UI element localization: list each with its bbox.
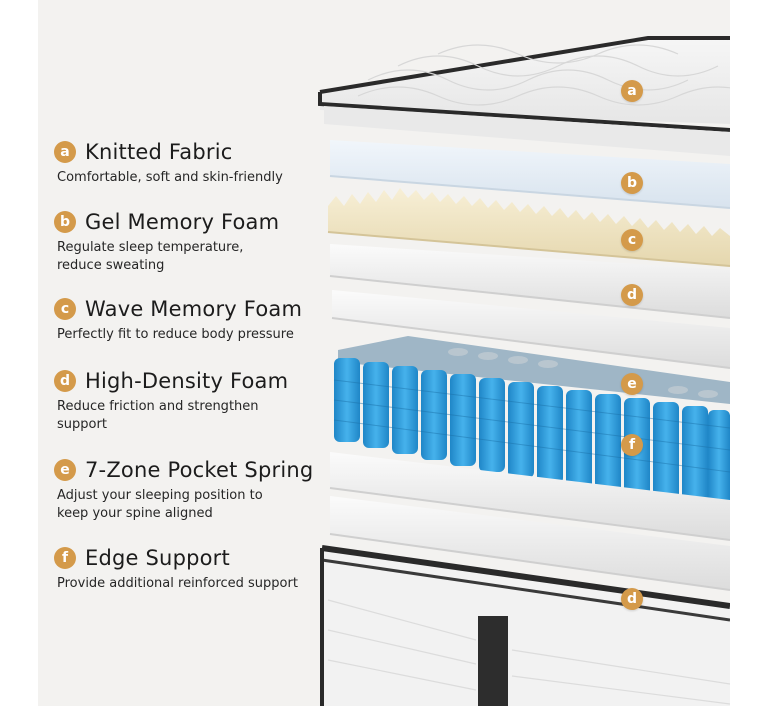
legend-title: Knitted Fabric: [85, 140, 233, 164]
legend-description: Provide additional reinforced support: [57, 576, 298, 591]
illustration-marker-f: f: [621, 434, 643, 456]
legend-item-gel-memory-foam: b Gel Memory Foam Regulate sleep tempera…: [54, 210, 354, 275]
legend-badge-a: a: [54, 141, 76, 163]
legend-description: Adjust your sleeping position to keep yo…: [57, 488, 263, 521]
illustration-marker-c: c: [621, 229, 643, 251]
illustration-marker-a: a: [621, 80, 643, 102]
legend-badge-d: d: [54, 370, 76, 392]
legend-description: Comfortable, soft and skin-friendly: [57, 170, 283, 185]
legend-item-knitted-fabric: a Knitted Fabric Comfortable, soft and s…: [54, 140, 354, 187]
layer-knitted-fabric: [318, 36, 730, 156]
layer-high-density-foam-bottom: [329, 452, 730, 591]
legend-description: Reduce friction and strengthen support: [57, 399, 259, 432]
legend-title: Edge Support: [85, 546, 230, 570]
legend-title: Gel Memory Foam: [85, 210, 280, 234]
legend-item-high-density-foam: d High-Density Foam Reduce friction and …: [54, 369, 354, 434]
legend-item-pocket-spring: e 7-Zone Pocket Spring Adjust your sleep…: [54, 458, 354, 523]
legend-description: Regulate sleep temperature, reduce sweat…: [57, 240, 244, 273]
illustration-marker-d: d: [621, 284, 643, 306]
legend-item-edge-support: f Edge Support Provide additional reinfo…: [54, 546, 354, 593]
legend-item-wave-memory-foam: c Wave Memory Foam Perfectly fit to redu…: [54, 297, 354, 344]
legend-title: High-Density Foam: [85, 369, 289, 393]
legend-badge-c: c: [54, 298, 76, 320]
legend-badge-f: f: [54, 547, 76, 569]
layer-mattress-base: [320, 545, 730, 706]
product-infographic: a b c d e f d a Knitted Fabric Comfortab…: [38, 0, 730, 706]
legend-title: 7-Zone Pocket Spring: [85, 458, 314, 482]
illustration-marker-d-bottom: d: [621, 588, 643, 610]
legend-badge-b: b: [54, 211, 76, 233]
illustration-marker-e: e: [621, 373, 643, 395]
legend-description: Perfectly fit to reduce body pressure: [57, 327, 294, 342]
legend-badge-e: e: [54, 459, 76, 481]
illustration-marker-b: b: [621, 172, 643, 194]
legend-title: Wave Memory Foam: [85, 297, 303, 321]
